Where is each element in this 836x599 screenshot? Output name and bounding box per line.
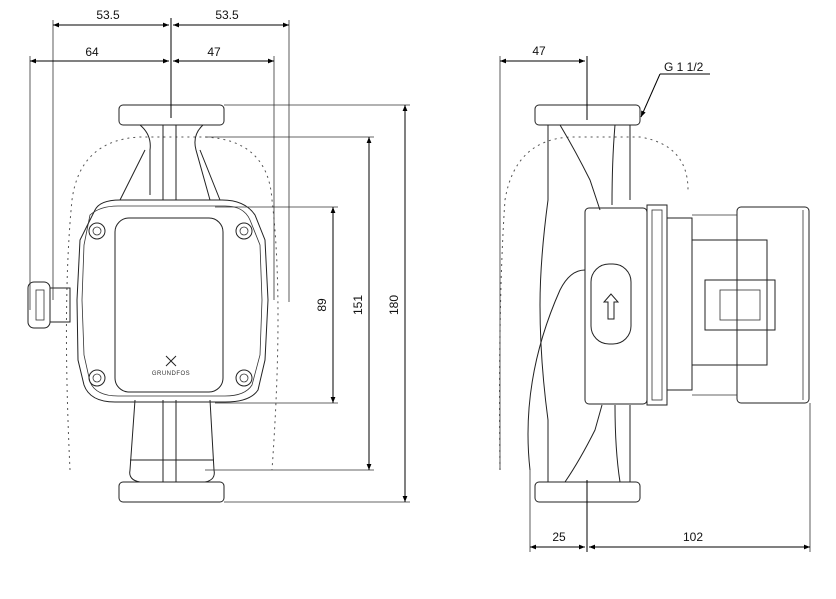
svg-text:GRUNDFOS: GRUNDFOS bbox=[152, 371, 190, 377]
side-view: 47 G 1 1/2 25 102 bbox=[499, 44, 811, 552]
dim-47-front: 47 bbox=[207, 45, 221, 59]
dim-64: 64 bbox=[85, 45, 99, 59]
dim-102: 102 bbox=[683, 530, 703, 544]
dim-53-5-right: 53.5 bbox=[215, 8, 239, 22]
arrow-up-icon bbox=[602, 293, 620, 320]
power-connector bbox=[27, 281, 71, 329]
dim-180: 180 bbox=[387, 295, 401, 315]
flow-arrow-badge bbox=[590, 263, 632, 345]
motor-housing bbox=[76, 199, 269, 403]
control-box bbox=[114, 217, 224, 393]
grundfos-logo: GRUNDFOS bbox=[152, 355, 190, 377]
pump-head bbox=[584, 207, 648, 405]
dim-25: 25 bbox=[552, 530, 566, 544]
dim-53-5-left: 53.5 bbox=[96, 8, 120, 22]
envelope-outline-side bbox=[499, 136, 689, 471]
dim-47-side: 47 bbox=[532, 44, 546, 58]
thread-label: G 1 1/2 bbox=[664, 60, 704, 74]
motor-end-cap bbox=[736, 206, 810, 404]
dim-89: 89 bbox=[315, 298, 329, 312]
dim-151: 151 bbox=[351, 295, 365, 315]
front-view: GRUNDFOS 53.5 53.5 64 47 180 151 89 bbox=[27, 8, 410, 503]
envelope-outline bbox=[65, 136, 279, 471]
bottom-flange bbox=[118, 481, 225, 503]
